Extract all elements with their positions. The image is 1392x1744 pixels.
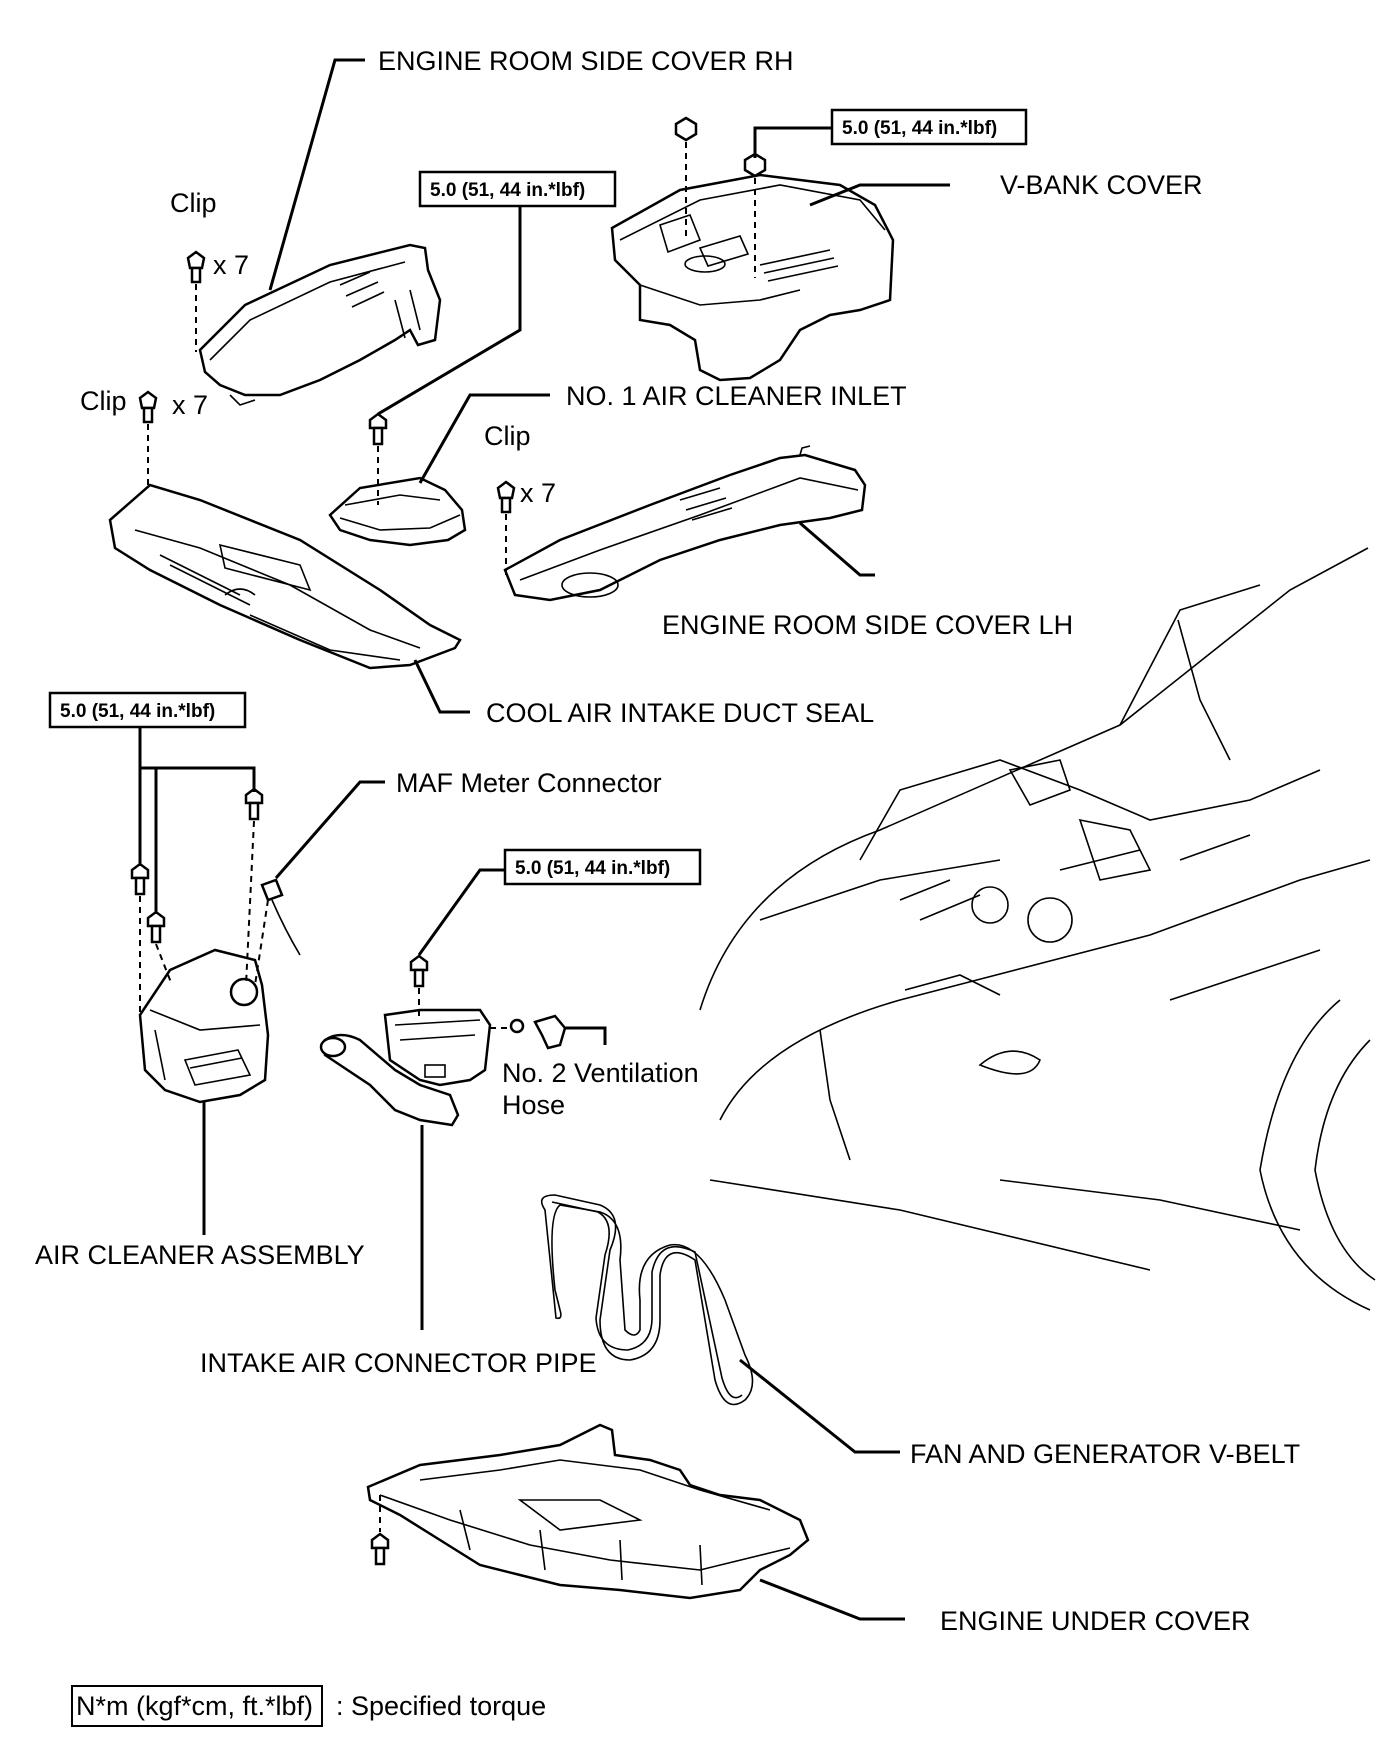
legend-torque-unit-box [71, 1685, 323, 1727]
no1-air-cleaner-inlet-label: NO. 1 AIR CLEANER INLET [566, 381, 907, 411]
torque-box-connector-pipe [503, 848, 702, 886]
torque-value-inlet: 5.0 (51, 44 in.*lbf) [430, 180, 585, 201]
bolt-icon [370, 1532, 390, 1566]
bolt-icon [130, 862, 150, 896]
torque-value-connector-pipe: 5.0 (51, 44 in.*lbf) [515, 858, 670, 879]
vehicle-front-illustration [699, 547, 1376, 1311]
air-cleaner-assembly-part [138, 948, 270, 1104]
bolt-icon [409, 954, 429, 988]
nut-icon [674, 116, 698, 142]
no2-ventilation-hose-part [509, 1014, 567, 1050]
torque-box-v-bank [830, 108, 1028, 146]
clip-count-seal: x 7 [172, 390, 208, 420]
bolt-icon [244, 787, 264, 821]
maf-meter-connector-part [260, 878, 301, 956]
clip-icon [496, 480, 516, 514]
maf-meter-connector-label: MAF Meter Connector [396, 768, 662, 798]
clip-label-lh: Clip [484, 421, 531, 451]
engine-room-side-cover-rh-label: ENGINE ROOM SIDE COVER RH [378, 46, 794, 76]
cool-air-intake-duct-seal-part [108, 483, 462, 670]
torque-box-air-cleaner [48, 691, 247, 729]
clip-label-rh: Clip [170, 188, 217, 218]
clip-label-seal: Clip [80, 386, 127, 416]
cool-air-intake-duct-seal-label: COOL AIR INTAKE DUCT SEAL [486, 698, 874, 728]
fan-and-generator-v-belt-label: FAN AND GENERATOR V-BELT [910, 1439, 1300, 1469]
legend-specified-torque: : Specified torque [336, 1691, 546, 1721]
v-bank-cover-part [610, 173, 895, 382]
intake-air-connector-pipe-label: INTAKE AIR CONNECTOR PIPE [200, 1348, 597, 1378]
engine-room-side-cover-lh-part [503, 445, 867, 602]
engine-under-cover-label: ENGINE UNDER COVER [940, 1606, 1251, 1636]
air-cleaner-assembly-label: AIR CLEANER ASSEMBLY [35, 1240, 365, 1270]
intake-air-connector-pipe-part [319, 1008, 492, 1127]
no1-air-cleaner-inlet-part [328, 476, 467, 547]
bolt-icon [368, 412, 388, 446]
engine-room-side-cover-rh-part [198, 243, 442, 406]
no2-ventilation-hose-label-line2: Hose [502, 1090, 565, 1120]
no2-ventilation-hose-label-line1: No. 2 Ventilation [502, 1058, 699, 1088]
engine-under-cover-part [366, 1423, 810, 1600]
clip-count-rh: x 7 [213, 250, 249, 280]
legend-torque-unit: N*m (kgf*cm, ft.*lbf) [76, 1691, 313, 1721]
v-bank-cover-label: V-BANK COVER [1000, 170, 1203, 200]
bolt-icon [146, 910, 166, 944]
torque-value-v-bank: 5.0 (51, 44 in.*lbf) [842, 118, 997, 139]
fan-and-generator-v-belt-part [540, 1194, 754, 1406]
engine-room-side-cover-lh-label: ENGINE ROOM SIDE COVER LH [662, 610, 1073, 640]
clip-icon [138, 390, 158, 424]
torque-value-air-cleaner: 5.0 (51, 44 in.*lbf) [60, 701, 215, 722]
clip-icon [186, 250, 206, 284]
clip-count-lh: x 7 [520, 478, 556, 508]
torque-box-inlet [418, 170, 617, 208]
